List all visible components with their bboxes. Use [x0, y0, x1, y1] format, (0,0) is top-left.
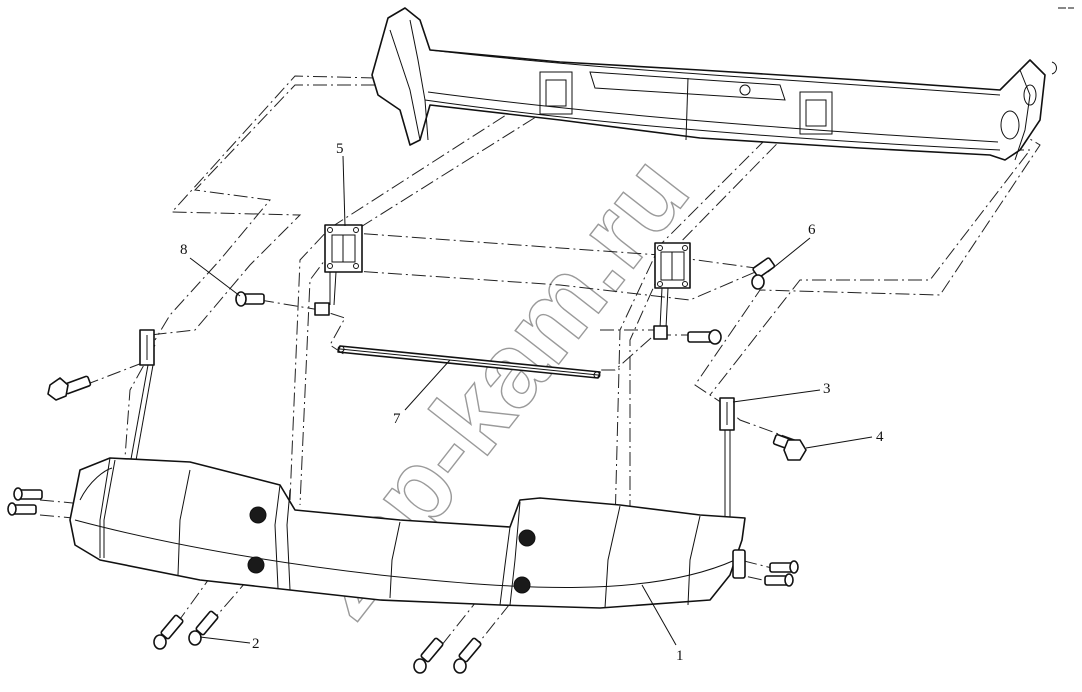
- cab-front-rail: [371, 7, 1057, 161]
- callout-7: 7: [393, 411, 401, 427]
- bolt-left-stay: [47, 375, 92, 401]
- upper-bracket-left: [314, 224, 363, 316]
- bolt-8: [235, 291, 265, 307]
- bolt-2a: [153, 614, 184, 650]
- callout-6: 6: [808, 222, 816, 238]
- callout-1: 1: [676, 648, 684, 664]
- callout-2: 2: [252, 636, 260, 652]
- bolt-4: [772, 433, 807, 461]
- bolt-visor-center-2: [453, 637, 482, 674]
- callout-8: 8: [180, 242, 188, 258]
- leader-lines: [189, 155, 873, 646]
- sun-visor: [69, 457, 746, 609]
- upper-bracket-right: [653, 242, 691, 340]
- bolt-right-upper: [687, 329, 722, 345]
- bolt-visor-right-1: [769, 560, 799, 574]
- callouts: 1 2 3 4 5 6 7 8: [180, 141, 884, 664]
- callout-5: 5: [336, 141, 344, 157]
- bolt-visor-right-2: [764, 573, 794, 587]
- callout-4: 4: [876, 429, 884, 445]
- bolt-6: [751, 257, 776, 290]
- bolt-2b: [188, 610, 219, 646]
- bolt-visor-center-1: [413, 637, 444, 674]
- callout-3: 3: [823, 381, 831, 397]
- bolt-visor-left-1: [13, 487, 43, 501]
- bolt-visor-left-2: [7, 502, 37, 516]
- tie-rod: [337, 345, 601, 379]
- bolt-set: [7, 257, 807, 674]
